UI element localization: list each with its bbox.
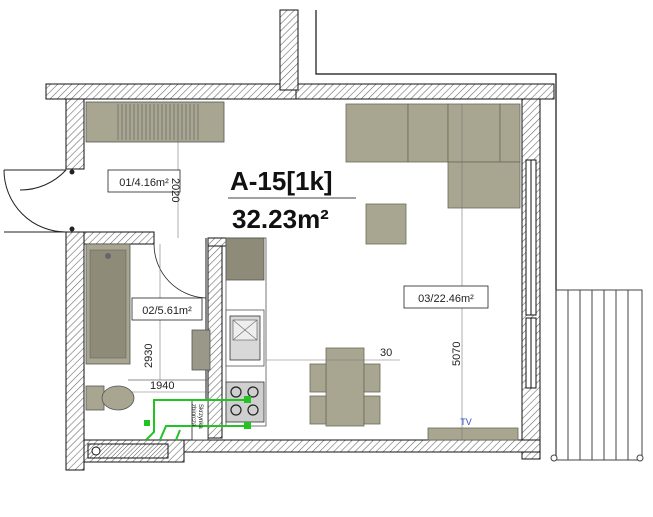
tv-label: TV [460,417,472,427]
room-label-bathroom: 02/5.61m² [131,297,203,321]
windows [525,159,537,389]
pipes [145,399,248,441]
hall-wardrobe [85,101,225,143]
dim-bath-horizontal: 1940 [150,380,174,392]
dim-bath-vertical: 2930 [143,344,155,368]
room-label-living-text: 03/22.46m² [418,293,474,305]
bathroom-door [153,243,207,299]
bath-cabinet [191,329,211,371]
dim-hall-vertical: 2020 [169,178,181,202]
tv-cabinet [427,427,519,441]
room-label-bathroom-text: 02/5.61m² [142,305,192,317]
bathtub [85,243,131,365]
reference-lines [130,104,463,440]
balcony [550,289,644,462]
toilet [85,385,135,411]
apartment-name: A-15[1k] [230,166,333,196]
dining-set [309,347,381,427]
room-label-living: 03/22.46m² [403,285,489,309]
sofa [345,103,521,209]
room-label-hall: 01/4.16m² [107,169,181,193]
collection-box-label-2: zbiorcza [190,404,196,427]
coffee-table [365,203,407,245]
room-label-hall-text: 01/4.16m² [119,177,169,189]
pipe-valves [144,396,251,429]
apartment-area: 32.23m² [232,204,329,234]
entrance-door [3,169,75,233]
dim-living-short: 30 [380,347,392,359]
collection-box-label-1: Skrzynka [197,404,203,429]
floor-grate [87,443,169,459]
dim-living-vertical: 5070 [451,342,463,366]
